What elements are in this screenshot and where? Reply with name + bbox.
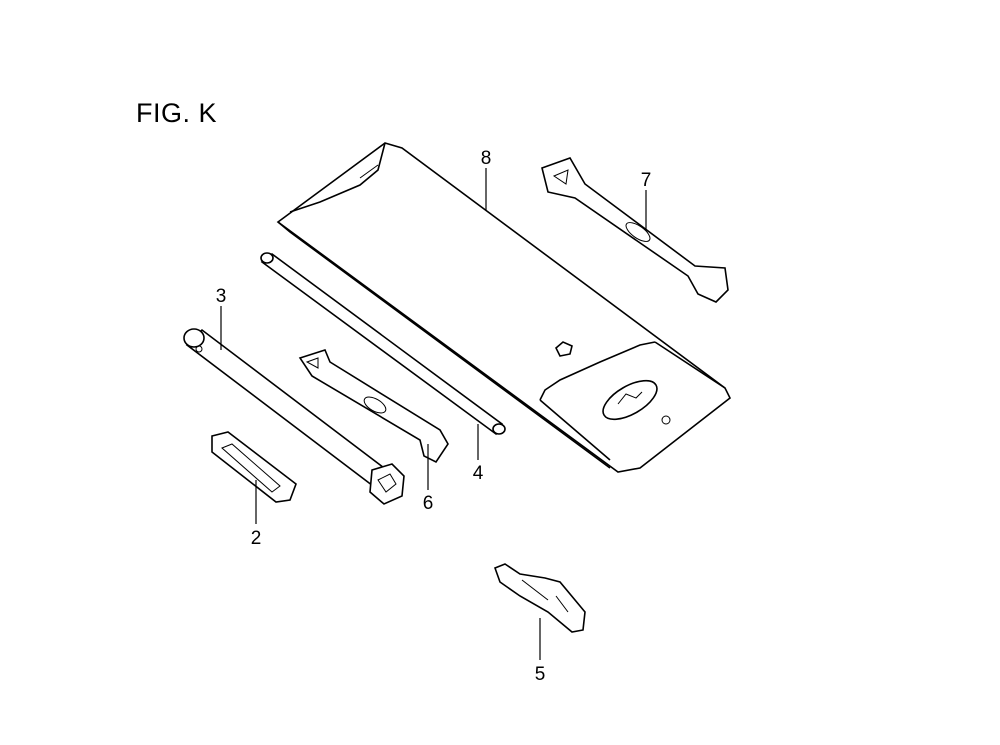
callout-label-8: 8: [481, 148, 492, 169]
callout-label-2: 2: [251, 528, 262, 549]
tool-bar-handle: [211, 431, 297, 503]
socket-wrench-bar: [183, 328, 405, 505]
callout-label-3: 3: [216, 286, 227, 307]
figure-title: FIG. K: [136, 98, 218, 128]
callout-label-7: 7: [641, 170, 652, 191]
callout-label-6: 6: [423, 493, 434, 514]
small-open-end-wrench: [298, 349, 449, 464]
callout-label-4: 4: [473, 463, 484, 484]
extension-rod: [260, 252, 506, 436]
open-end-wrench: [541, 157, 729, 303]
spark-plug: [493, 563, 586, 633]
callout-label-5: 5: [535, 664, 546, 685]
tool-bag: [276, 142, 732, 473]
